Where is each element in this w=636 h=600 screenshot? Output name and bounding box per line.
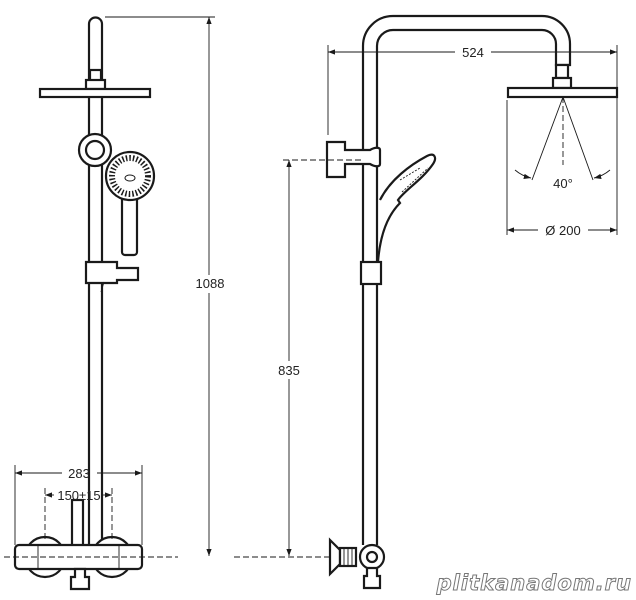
hand-shower-nozzles	[399, 167, 429, 193]
watermark: plitkanadom.ru	[436, 571, 632, 595]
slider-holder	[84, 260, 140, 285]
rain-shower-head	[38, 87, 152, 99]
head-nut	[84, 78, 107, 91]
dim-inlet-spacing: 150±15	[57, 488, 100, 503]
mixer-riser	[70, 498, 85, 548]
valve-outlet	[362, 566, 382, 590]
nozzle-center	[124, 174, 136, 182]
hand-shower-side	[376, 153, 437, 263]
dim-arm-projection: 524	[462, 45, 484, 60]
spray-cone	[531, 96, 594, 181]
nut-ridges	[343, 548, 353, 566]
label-bg	[190, 275, 230, 293]
valve-hole	[365, 550, 379, 564]
label-bg	[272, 361, 306, 379]
side-view: 524 835 40° Ø 200	[234, 14, 619, 590]
rain-shower-head-side	[506, 86, 619, 99]
angle-arrow-l	[514, 169, 532, 180]
slider-lever	[100, 281, 105, 293]
head-connector-side	[554, 63, 570, 80]
dim-head-diameter: Ø 200	[545, 223, 580, 238]
dim-spray-angle: 40°	[553, 176, 573, 191]
spray-nozzles	[109, 155, 151, 197]
front-view: 1088 283 150±15	[4, 16, 230, 591]
bracket-hole	[84, 139, 106, 161]
wall-flange	[328, 537, 342, 577]
wall-bracket-side	[325, 140, 382, 179]
angle-arrow-r	[593, 169, 611, 180]
head-nut-side	[551, 76, 573, 90]
dim-total-height: 1088	[196, 276, 225, 291]
riser-pipe-side	[361, 14, 572, 545]
dim-mixer-width: 283	[68, 466, 90, 481]
slider-holder-side	[359, 260, 383, 286]
hand-shower-handle	[120, 191, 139, 257]
dim-bracket-height: 835	[278, 363, 300, 378]
ext-lines-head	[506, 45, 618, 235]
mixer-outlet	[69, 567, 91, 591]
